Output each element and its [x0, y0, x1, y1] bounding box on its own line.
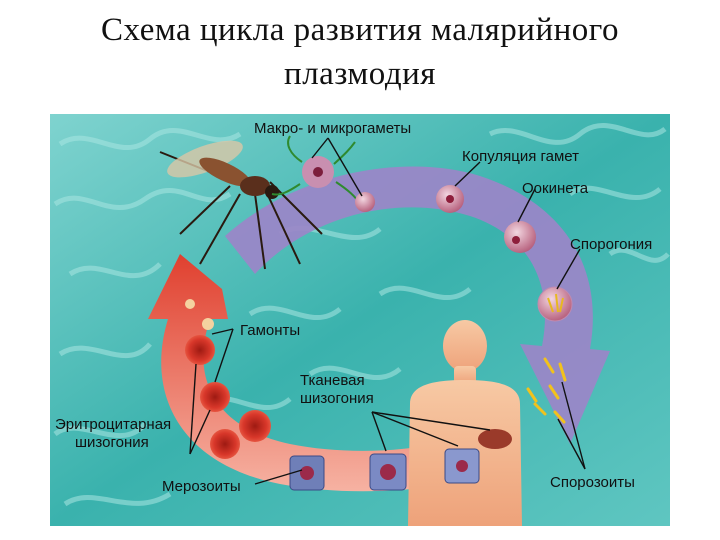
- label-gametes: Макро- и микрогаметы: [254, 120, 411, 137]
- title-line-2: плазмодия: [0, 52, 720, 96]
- label-sporozoites: Спорозоиты: [550, 474, 635, 491]
- label-erythro-line-1: Эритроцитарная: [55, 416, 171, 433]
- lifecycle-diagram: Макро- и микрогаметы Копуляция гамет Оок…: [50, 114, 670, 526]
- label-tissue-line-1: Тканевая: [300, 372, 365, 389]
- label-copulation: Копуляция гамет: [462, 148, 579, 165]
- slide-title: Схема цикла развития малярийного плазмод…: [0, 8, 720, 96]
- label-gamonts: Гамонты: [240, 322, 300, 339]
- label-sporogony: Спорогония: [570, 236, 652, 253]
- liver-icon: [478, 429, 512, 449]
- label-ookinete: Оокинета: [522, 180, 588, 197]
- label-merozoites: Мерозоиты: [162, 478, 241, 495]
- label-tissue-line-2: шизогония: [300, 390, 374, 407]
- diagram-artwork: [50, 114, 670, 526]
- title-line-1: Схема цикла развития малярийного: [0, 8, 720, 52]
- label-erythro-line-2: шизогония: [75, 434, 149, 451]
